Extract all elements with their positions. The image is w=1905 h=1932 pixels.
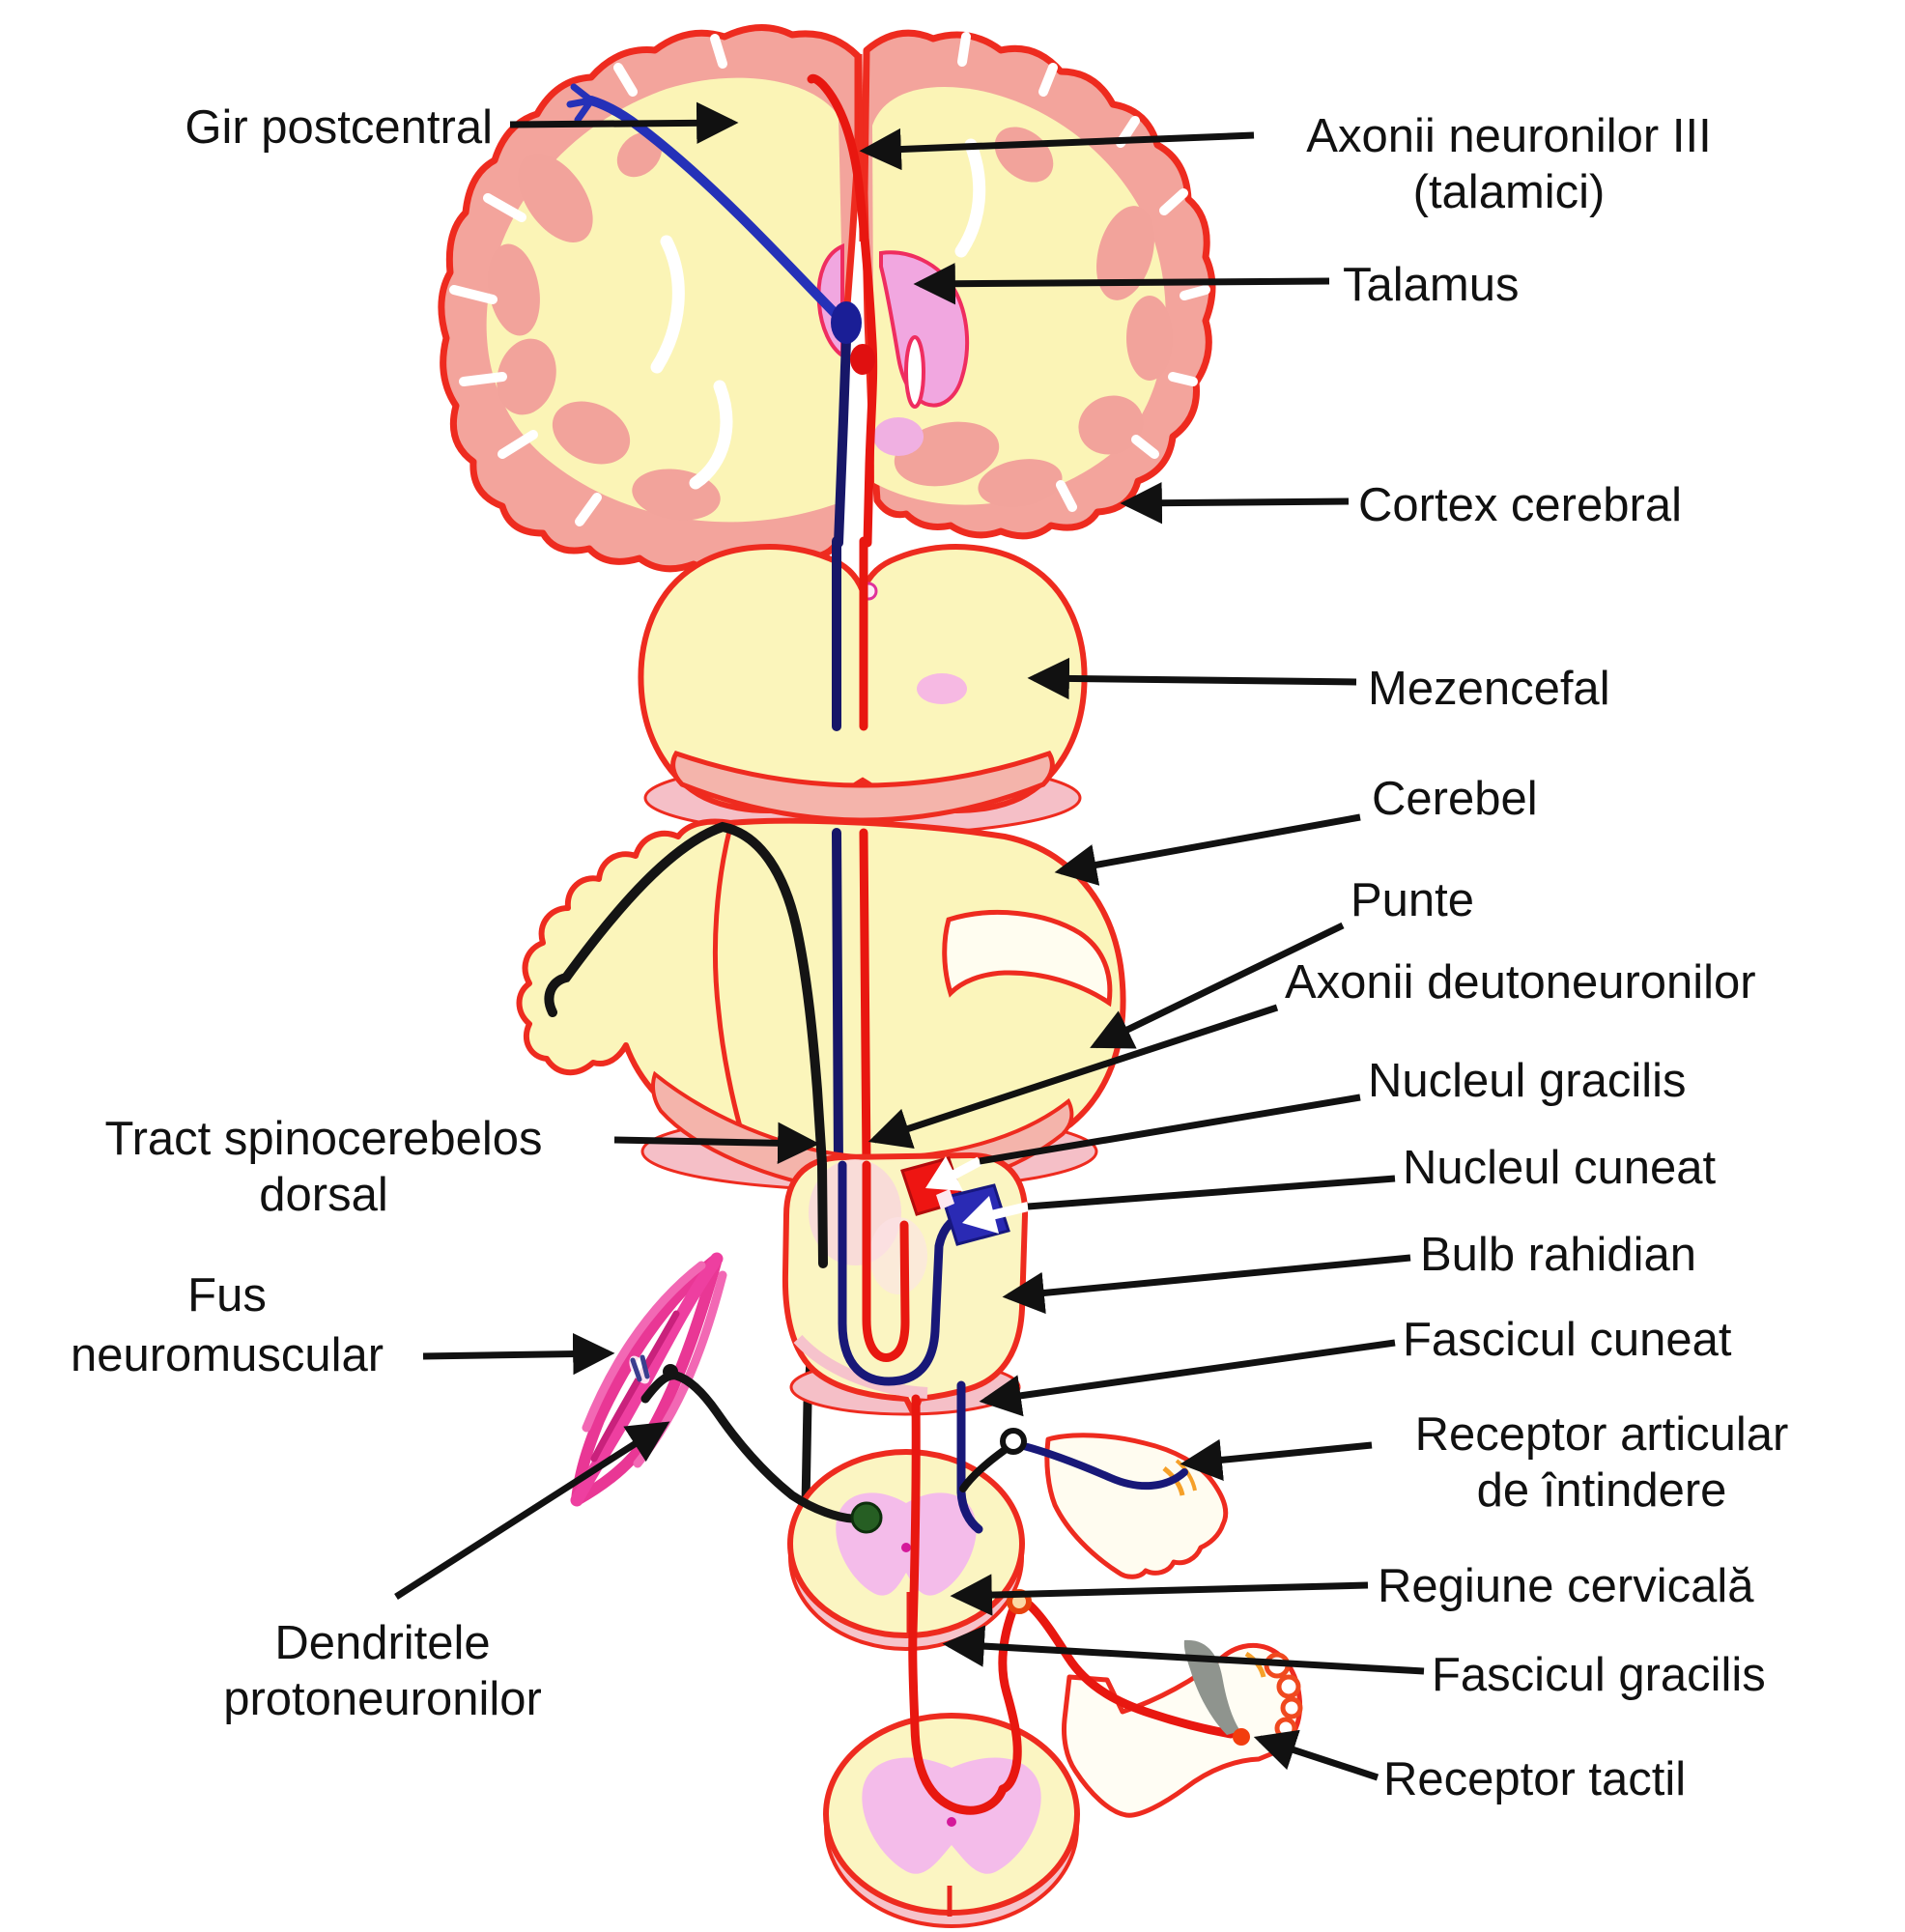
joint-receptor-fiber	[1020, 1442, 1188, 1491]
fasciculus-cuneatus-fiber	[956, 1380, 983, 1534]
label-axonii-neuronilor-iii: Axonii neuronilor III (talamici)	[1306, 110, 1712, 218]
brainstem-fibers-upper	[832, 536, 868, 731]
red-thalamocortical-axon	[807, 73, 878, 548]
spinal-cord-cervical-section	[787, 1449, 1025, 1651]
leader-receptor-tactil	[1253, 1729, 1379, 1781]
medulla-internal-fibers	[838, 1160, 955, 1386]
label-fascicul-gracilis: Fascicul gracilis	[1432, 1649, 1766, 1701]
pons-cerebellum-seam	[712, 826, 747, 1141]
leader-axonii-deutoneuronilor	[867, 1004, 1279, 1150]
leader-fus-neuromuscular	[422, 1332, 615, 1376]
sulci	[449, 32, 1210, 526]
label-fus-neuromuscular: Fus neuromuscular	[70, 1269, 384, 1381]
blue-descending-segment	[834, 335, 851, 548]
leader-nucleul-gracilis	[979, 1094, 1361, 1165]
label-cerebel: Cerebel	[1372, 773, 1538, 825]
hand-outline	[1044, 1433, 1229, 1579]
label-axonii-deutoneuronilor: Axonii deutoneuronilor	[1285, 956, 1756, 1009]
nuclei-gap	[936, 1189, 954, 1209]
leader-mezencefal	[1027, 657, 1357, 700]
label-fascicul-cuneat: Fascicul cuneat	[1403, 1314, 1732, 1366]
leader-fascicul-gracilis	[942, 1625, 1425, 1675]
cortical-ending-fork	[566, 83, 595, 124]
label-nucleul-cuneat: Nucleul cuneat	[1403, 1142, 1717, 1194]
hand-ganglion-ring	[1000, 1428, 1027, 1455]
thalamic-synapse-knot-blue	[831, 301, 862, 344]
leader-cerebel	[1054, 813, 1361, 886]
gyral-patches	[488, 127, 1173, 521]
label-mezencefal: Mezencefal	[1368, 663, 1610, 715]
leader-nucleul-cuneat	[1027, 1175, 1396, 1210]
neuron-soma-dot	[850, 1501, 883, 1534]
leader-regiune-cervicala	[950, 1574, 1369, 1616]
red-internal-arcuate	[862, 1160, 910, 1362]
foot-outline	[1062, 1642, 1303, 1818]
label-bulb-rahidian: Bulb rahidian	[1420, 1229, 1697, 1281]
label-talamus: Talamus	[1343, 259, 1520, 311]
hand-ganglion-connector	[959, 1446, 1009, 1492]
leader-receptor-articular	[1180, 1438, 1373, 1481]
nuclei-white-arrows	[925, 1156, 1030, 1234]
label-punte: Punte	[1351, 874, 1475, 926]
label-dendritele: Dendritele protoneuronilor	[223, 1617, 542, 1725]
leader-dendritele	[394, 1421, 670, 1600]
label-tract-spinocerebelos: Tract spinocerebelos dorsal	[104, 1113, 543, 1221]
touch-stimulus-pencil	[1183, 1639, 1240, 1735]
label-regiune-cervicala: Regiune cervicală	[1378, 1560, 1754, 1612]
label-cortex-cerebral: Cortex cerebral	[1358, 479, 1682, 531]
leader-lines	[394, 101, 1425, 1781]
pons-cerebellum-body	[516, 817, 1126, 1167]
label-gir-postcentral: Gir postcentral	[185, 101, 493, 154]
dendrite-knob	[663, 1364, 678, 1379]
thalamic-synapse-knot-red	[850, 344, 875, 375]
midbrain-peduncle-band	[670, 750, 1055, 823]
central-canal-dot	[901, 1543, 911, 1552]
leader-bulb-rahidian	[1002, 1254, 1411, 1315]
fasciculus-gracilis-fiber	[908, 1394, 1008, 1815]
label-receptor-articular: Receptor articular de întindere	[1414, 1408, 1789, 1517]
midbrain-pink-spot	[917, 673, 967, 704]
label-nucleul-gracilis: Nucleul gracilis	[1368, 1055, 1687, 1107]
leader-punte	[1090, 922, 1345, 1049]
foot-fiber	[1023, 1599, 1236, 1739]
leader-axonii-iii	[859, 128, 1255, 171]
blue-thalamocortical-axon	[586, 96, 845, 324]
cerebellum-window	[942, 909, 1113, 1008]
spinal-cord-lumbar-section	[823, 1713, 1080, 1928]
hand-figure	[1020, 1433, 1229, 1579]
leader-fascicul-cuneat	[979, 1339, 1396, 1417]
brain-tracts	[566, 73, 878, 548]
label-receptor-tactil: Receptor tactil	[1383, 1753, 1687, 1805]
lumbar-gray-matter	[862, 1757, 1041, 1874]
spinocerebellar-tract	[544, 821, 828, 1268]
blue-internal-arcuate	[838, 1160, 955, 1386]
leader-gir-postcentral	[509, 101, 739, 145]
tactile-receptor-dot	[1233, 1728, 1250, 1746]
leader-cortex-cerebral	[1120, 481, 1350, 525]
leader-tract-spinocerebelos	[613, 1122, 820, 1164]
leader-talamus	[913, 263, 1330, 305]
brainstem-fibers-lower	[832, 828, 871, 1172]
